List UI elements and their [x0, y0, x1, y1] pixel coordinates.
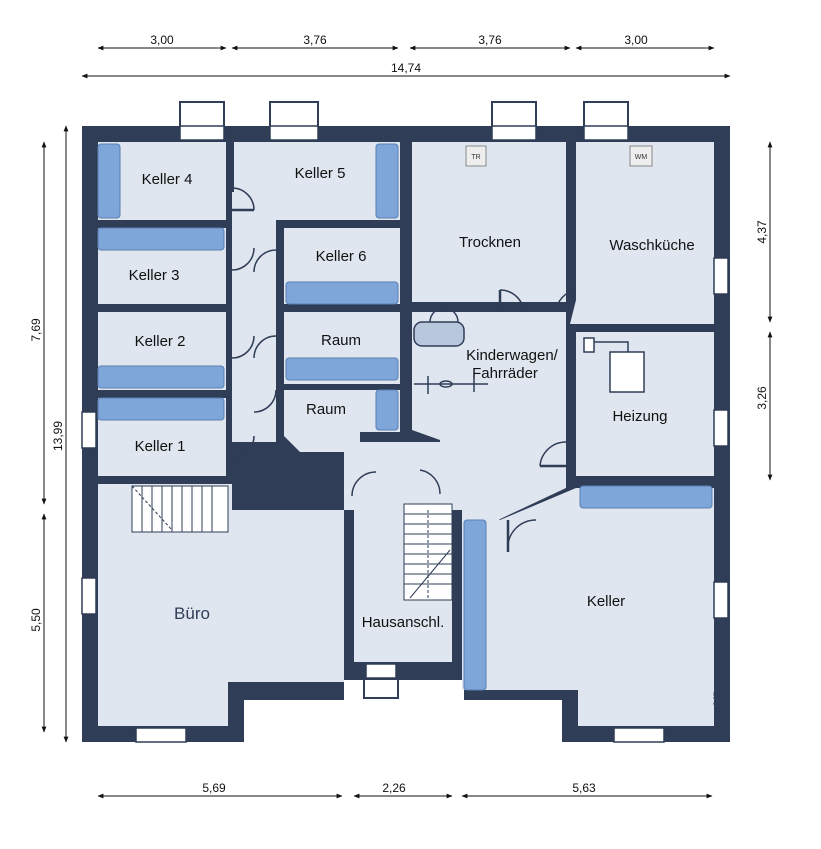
dimension-labels: 3,00 3,76 3,76 3,00 14,74 5,69 2,26 5,63…	[29, 33, 769, 795]
door-swing	[419, 469, 441, 495]
floor-waschkueche	[570, 142, 714, 324]
label-keller5: Keller 5	[295, 165, 346, 182]
window	[583, 125, 629, 141]
dryer-label: TR	[471, 154, 480, 161]
stairs-buero	[131, 485, 229, 533]
window	[613, 727, 665, 743]
dim-top-total: 14,74	[391, 61, 421, 75]
dim-left-total: 13,99	[51, 421, 65, 451]
dim-top-4: 3,00	[624, 33, 648, 47]
floor-buero	[98, 484, 344, 726]
dim-top-3: 3,76	[478, 33, 502, 47]
bicycle-icon	[414, 376, 488, 394]
stroller-icon	[413, 307, 465, 347]
shelf	[579, 485, 713, 509]
label-keller2: Keller 2	[135, 333, 186, 350]
dim-left-upper: 7,69	[29, 318, 43, 342]
window	[713, 409, 729, 447]
window	[269, 125, 319, 141]
storage-shelves	[97, 143, 713, 691]
shelf	[463, 519, 487, 691]
washer-label: WM	[635, 154, 648, 161]
dim-right-upper: 4,37	[755, 220, 769, 244]
floor-heizung	[576, 332, 714, 476]
label-keller: Keller	[587, 593, 625, 610]
dim-bottom-1: 5,69	[202, 781, 226, 795]
dimension-lines	[41, 45, 773, 799]
door-swing	[253, 335, 277, 359]
door-leaves	[232, 208, 566, 552]
floor-corridor-mid	[344, 442, 462, 510]
label-keller4: Keller 4	[142, 171, 193, 188]
label-keller3: Keller 3	[129, 267, 180, 284]
shelf	[285, 357, 399, 381]
door-swing	[499, 289, 525, 313]
label-keller1: Keller 1	[135, 438, 186, 455]
dim-bottom-2: 2,26	[382, 781, 406, 795]
window	[365, 663, 397, 679]
dim-left-lower: 5,50	[29, 608, 43, 632]
floor-trocknen	[412, 142, 566, 302]
floors	[98, 142, 714, 726]
label-hausanschl: Hausanschl.	[362, 614, 445, 631]
dim-right-lower: 3,26	[755, 386, 769, 410]
label-heizung: Heizung	[612, 408, 667, 425]
door-swing	[253, 389, 277, 413]
window	[713, 581, 729, 619]
stairs-hausanschl	[403, 503, 453, 601]
light-wells	[179, 101, 629, 699]
washing-machine-icon: WM	[629, 145, 653, 167]
door-swings	[231, 187, 577, 553]
door-swing	[555, 289, 577, 313]
door-swing	[351, 471, 377, 497]
label-kinderwagen-1: Kinderwagen/	[466, 347, 559, 364]
floor-raum-lower	[284, 390, 400, 452]
shelf	[375, 389, 399, 431]
shelf	[285, 281, 399, 305]
shelf	[375, 143, 399, 219]
floor-kinderwagen	[412, 312, 566, 520]
boiler-icon	[583, 337, 645, 393]
door-swing	[231, 335, 255, 359]
shelf	[97, 143, 121, 219]
door-swing	[231, 247, 255, 271]
window	[135, 727, 187, 743]
door-swing	[231, 187, 255, 211]
window	[81, 411, 97, 449]
floor-keller-big	[462, 488, 714, 726]
label-buero: Büro	[174, 604, 210, 623]
label-raum-upper: Raum	[321, 332, 361, 349]
window	[81, 577, 97, 615]
dim-top-1: 3,00	[150, 33, 174, 47]
dryer-icon: TR	[465, 145, 487, 167]
window	[713, 257, 729, 295]
label-keller6: Keller 6	[316, 248, 367, 265]
door-swing	[539, 441, 567, 467]
dim-bottom-3: 5,63	[572, 781, 596, 795]
label-trocknen: Trocknen	[459, 234, 521, 251]
floor-corridor-left	[232, 192, 276, 442]
door-swing	[231, 435, 255, 459]
window	[179, 125, 225, 141]
label-raum-lower: Raum	[306, 401, 346, 418]
room-labels: Keller 4 Keller 5 Keller 3 Keller 6 Kell…	[129, 165, 695, 631]
label-kinderwagen-2: Fahrräder	[472, 365, 538, 382]
shelf	[97, 365, 225, 389]
shelf	[97, 397, 225, 421]
shelf	[97, 227, 225, 251]
label-waschkueche: Waschküche	[609, 237, 694, 254]
windows	[81, 125, 729, 743]
dim-top-2: 3,76	[303, 33, 327, 47]
brand-logo: onOffice	[712, 681, 722, 718]
window	[491, 125, 537, 141]
door-swing	[253, 249, 277, 273]
